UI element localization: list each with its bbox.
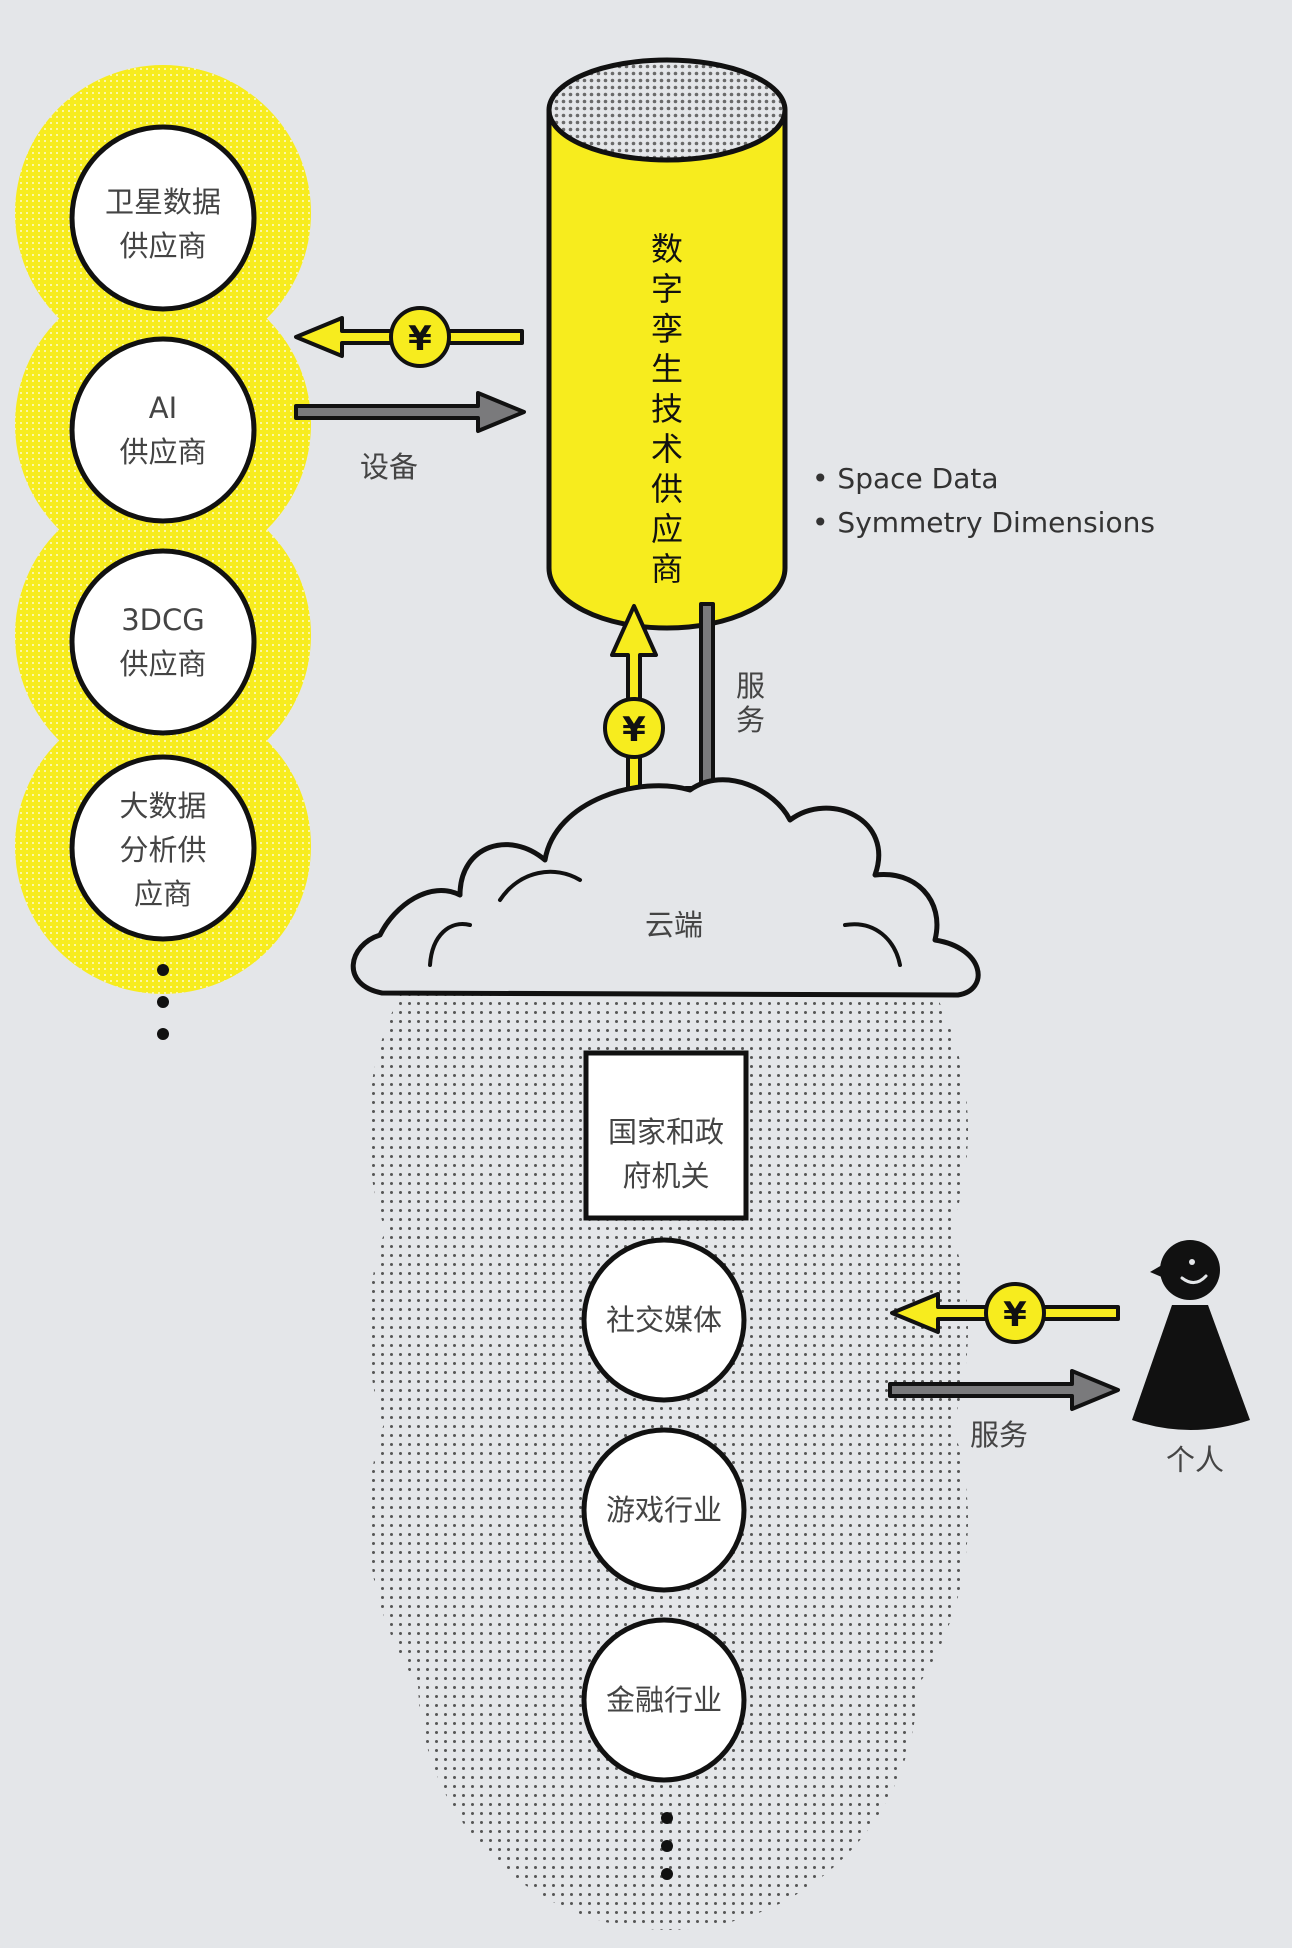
industry-node-gaming: 游戏行业	[581, 1427, 747, 1593]
supplier-label: 供应商	[119, 647, 206, 681]
industry-node-finance: 金融行业	[581, 1617, 747, 1783]
supplier-label: 大数据	[119, 789, 206, 823]
industry-node-government: 国家和政 府机关	[583, 1050, 749, 1221]
industry-label: 国家和政	[608, 1115, 724, 1149]
core-notes: • Space Data • Symmetry Dimensions	[812, 462, 1155, 539]
industry-label: 游戏行业	[606, 1493, 722, 1527]
supplier-label: 应商	[134, 877, 192, 911]
supplier-node-ai: AI 供应商	[69, 336, 257, 524]
cylinder-top	[546, 57, 788, 163]
supplier-label: 分析供	[119, 833, 206, 867]
cloud-label: 云端	[645, 908, 703, 942]
industry-label: 社交媒体	[606, 1303, 722, 1337]
supplier-node-satellite: 卫星数据 供应商	[69, 124, 257, 312]
person-label: 个人	[1166, 1443, 1224, 1477]
yen-symbol: ¥	[622, 710, 646, 750]
core-title: 数字孪生技术供应商	[651, 230, 683, 588]
payment-arrow-to-industry: ¥	[890, 1282, 1120, 1344]
supplier-node-3dcg: 3DCG 供应商	[69, 548, 257, 736]
service-label: 务	[736, 703, 765, 737]
industry-label: 府机关	[622, 1159, 709, 1193]
personal-service-label: 服务	[970, 1418, 1028, 1452]
equipment-label: 设备	[360, 450, 418, 484]
industry-node-social-media: 社交媒体	[581, 1237, 747, 1403]
supplier-column: 卫星数据 供应商 AI 供应商 3DCG 供应商 大数据 分析供 应商	[15, 65, 311, 1040]
payment-arrow-to-suppliers: ¥	[294, 306, 524, 368]
person-icon: 个人	[1132, 1240, 1250, 1477]
yen-coin-icon	[389, 306, 451, 368]
supplier-label: AI	[149, 391, 177, 425]
yen-coin-icon	[984, 1282, 1046, 1344]
industry-label: 金融行业	[606, 1683, 722, 1717]
equipment-arrow-to-core: 设备	[294, 391, 526, 484]
supplier-label: 供应商	[119, 229, 206, 263]
yen-coin-icon	[603, 697, 665, 759]
cloud: 云端	[350, 777, 981, 998]
core-supplier-cylinder: 数字孪生技术供应商	[546, 57, 788, 631]
service-arrow-to-person: 服务	[888, 1369, 1120, 1452]
core-note: • Symmetry Dimensions	[812, 506, 1155, 539]
industry-ellipsis	[661, 1812, 673, 1880]
core-note: • Space Data	[812, 462, 999, 495]
service-label: 服	[736, 669, 765, 703]
supplier-node-bigdata: 大数据 分析供 应商	[69, 754, 257, 942]
supplier-ellipsis	[157, 964, 169, 1040]
supplier-label: 3DCG	[121, 603, 205, 637]
yen-symbol: ¥	[1003, 1295, 1027, 1335]
supplier-label: 供应商	[119, 435, 206, 469]
yen-symbol: ¥	[408, 319, 432, 359]
supplier-label: 卫星数据	[105, 185, 221, 219]
